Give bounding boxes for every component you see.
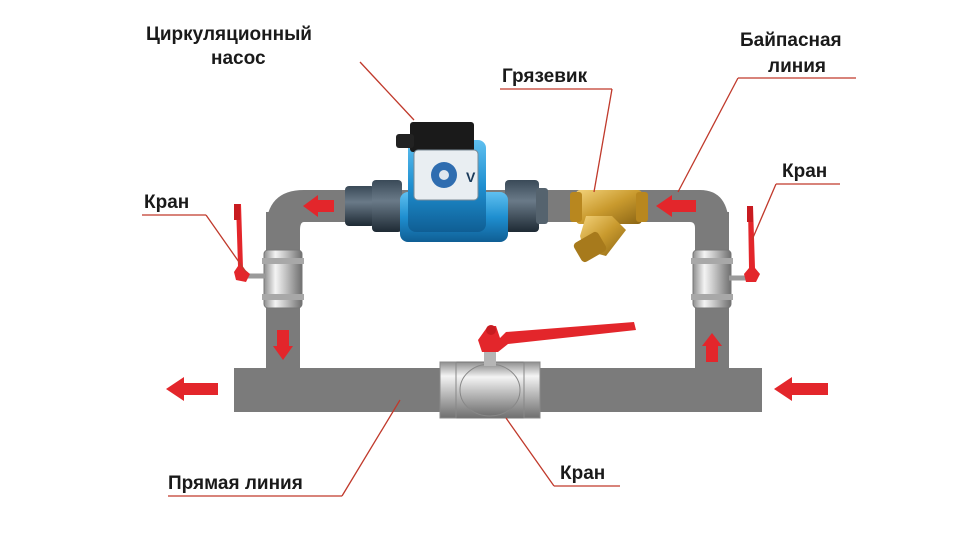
- label-valve-left: Кран: [144, 192, 189, 213]
- left-ball-valve: [234, 204, 304, 309]
- leader-lines: [142, 61, 856, 497]
- bottom-ball-valve: [439, 322, 636, 419]
- right-ball-valve: [691, 206, 760, 309]
- y-strainer-icon: [576, 190, 642, 224]
- union-nut: [345, 186, 375, 226]
- valve-handle: [234, 204, 250, 282]
- circulation-pump: V: [345, 122, 548, 242]
- valve-handle: [744, 206, 760, 282]
- ball-valve-icon: [263, 249, 303, 309]
- flow-arrow-icon: [656, 195, 696, 217]
- union-nut: [505, 180, 539, 232]
- labels: Циркуляционный насос Грязевик Байпасная …: [144, 24, 842, 494]
- label-strainer: Грязевик: [502, 66, 588, 87]
- label-bypass-line1: Байпасная: [740, 30, 842, 51]
- pump-face-mark: V: [466, 169, 476, 185]
- flow-arrow-icon: [702, 333, 722, 362]
- label-pump-line2: насос: [211, 48, 266, 69]
- flow-arrow-icon: [303, 195, 334, 217]
- terminal-box: [410, 122, 474, 152]
- flow-arrow-icon: [273, 330, 293, 360]
- label-pump-line1: Циркуляционный: [146, 24, 312, 45]
- valve-handle: [478, 322, 636, 352]
- label-bypass-line2: линия: [768, 56, 826, 77]
- flow-arrow-icon: [166, 377, 218, 401]
- y-strainer: [570, 190, 648, 263]
- flow-arrow-icon: [774, 377, 828, 401]
- label-valve-right: Кран: [782, 161, 827, 182]
- flow-arrows: [166, 195, 828, 401]
- label-straight-line: Прямая линия: [168, 473, 303, 494]
- label-valve-bottom: Кран: [560, 463, 605, 484]
